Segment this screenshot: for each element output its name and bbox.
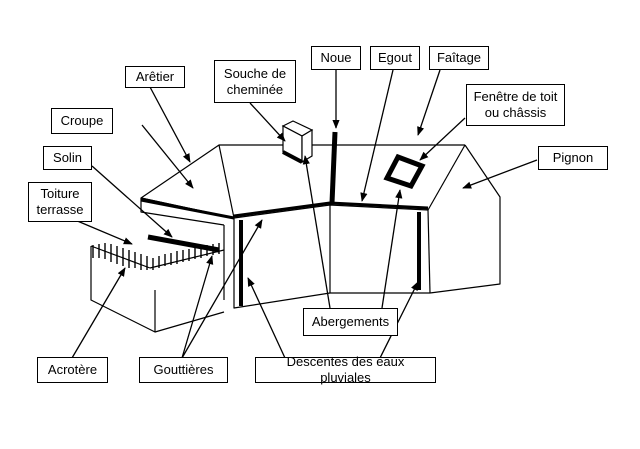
arrow-abergements-2	[381, 189, 403, 309]
arrow-gouttieres-1	[181, 255, 214, 359]
arrow-descentes-1	[247, 277, 286, 359]
label-noue: Noue	[311, 46, 361, 70]
roof-right-slope	[427, 144, 466, 211]
leader-arrows	[71, 69, 538, 359]
roof-window	[383, 153, 426, 190]
label-abergements: Abergements	[303, 308, 398, 336]
chimney	[281, 120, 314, 164]
label-acrotere: Acrotère	[37, 357, 108, 383]
gutter-main	[233, 201, 331, 218]
arrow-egout	[360, 69, 394, 202]
label-souche-de-cheminee: Souche de cheminée	[214, 60, 296, 103]
arrow-gouttieres-2	[181, 219, 263, 359]
label-toiture-terrasse: Toiture terrasse	[28, 182, 92, 222]
label-solin: Solin	[43, 146, 92, 170]
gutter-right	[329, 201, 429, 210]
arrow-toiture-terrasse	[74, 219, 133, 245]
label-faitage: Faîtage	[429, 46, 489, 70]
label-croupe: Croupe	[51, 108, 113, 134]
front-wall	[233, 218, 331, 309]
arrow-aretier	[149, 86, 191, 163]
label-descentes-eaux-pluviales: Descentes des eaux pluviales	[255, 354, 436, 385]
noue-valley	[329, 131, 338, 204]
arrow-descentes-2	[379, 281, 419, 359]
arrow-croupe	[141, 124, 194, 189]
label-aretier: Arêtier	[125, 66, 185, 88]
solin-flashing	[147, 234, 220, 253]
gutter-wing	[140, 198, 235, 220]
arrow-abergements-1	[302, 155, 331, 309]
wing-wall	[140, 198, 225, 226]
arrow-acrotere	[71, 267, 126, 359]
label-pignon: Pignon	[538, 146, 608, 170]
flat-roof-box	[90, 246, 225, 333]
arrow-faitage	[417, 69, 441, 136]
arrow-souche	[249, 102, 286, 142]
arrow-fenetre	[419, 117, 466, 161]
label-egout: Egout	[370, 46, 420, 70]
thick-elements	[140, 131, 429, 306]
arrow-solin	[91, 165, 173, 238]
gable-end	[429, 144, 501, 294]
label-fenetre-de-toit: Fenêtre de toit ou châssis	[466, 84, 565, 126]
arrow-pignon	[462, 159, 538, 189]
label-gouttieres: Gouttières	[139, 357, 228, 383]
